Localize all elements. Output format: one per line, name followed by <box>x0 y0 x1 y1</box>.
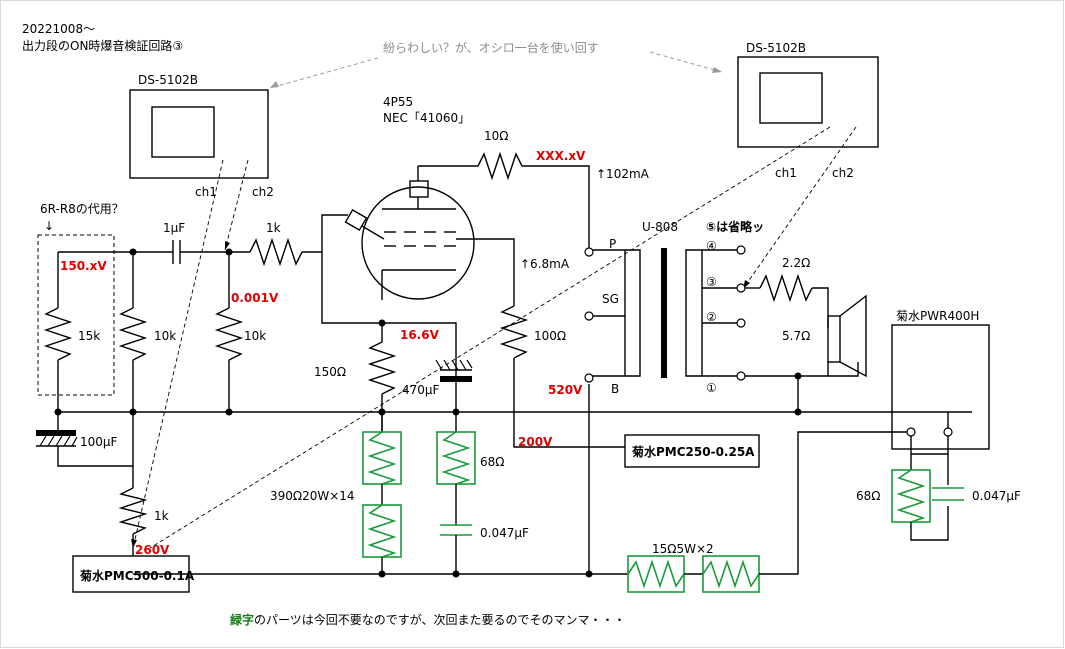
pin-b: B <box>611 382 619 396</box>
label-r1k-b: 1k <box>154 509 169 523</box>
tap5-note: ⑤は省略ッ <box>706 219 764 234</box>
tube-maker: NEC「41060」 <box>383 111 470 125</box>
header-date: 20221008～ <box>22 22 95 36</box>
tap4: ④ <box>706 239 717 253</box>
label-v150: 150.xV <box>60 259 107 273</box>
label-r10k-a: 10k <box>154 329 176 343</box>
label-r22: 2.2Ω <box>782 256 810 270</box>
tube-type: 4P55 <box>383 95 413 109</box>
label-r1k: 1k <box>266 221 281 235</box>
label-arrow-down: ↓ <box>44 219 54 233</box>
label-r10: 10Ω <box>484 129 508 143</box>
label-v520: 520V <box>548 383 583 397</box>
label-v166: 16.6V <box>400 328 440 342</box>
tap2: ② <box>706 310 717 324</box>
load-label: 菊水PWR400H <box>896 309 979 323</box>
note-top: 紛らわしい？が、オシロ一台を使い回す <box>383 40 599 55</box>
label-r10k-b: 10k <box>244 329 266 343</box>
label-vplate: XXX.xV <box>536 149 586 163</box>
label-iplate: ↑102mA <box>596 167 650 181</box>
label-r68: 68Ω <box>480 455 504 469</box>
scope-left: DS-5102B ch1 ch2 <box>129 73 274 199</box>
label-r15-5w: 15Ω5W×2 <box>652 542 714 556</box>
header-title: 出力段のON時爆音検証回路③ <box>22 38 183 53</box>
label-c047: 0.047μF <box>480 526 529 540</box>
scope-left-ch1: ch1 <box>195 185 217 199</box>
scope-left-model: DS-5102B <box>138 73 198 87</box>
scope-left-ch2: ch2 <box>252 185 274 199</box>
ps1-label: 菊水PMC250-0.25A <box>631 444 755 459</box>
label-v200: 200V <box>518 435 553 449</box>
label-r57: 5.7Ω <box>782 329 810 343</box>
transformer-u808: U-808 P SG B ⑤は省略ッ ④ ③ ② ① <box>584 219 764 396</box>
footer-green-word: 緑字 <box>230 612 254 627</box>
tap3: ③ <box>706 275 717 289</box>
label-v001: 0.001V <box>231 291 279 305</box>
tap1: ① <box>706 381 717 395</box>
junctions <box>54 248 802 578</box>
label-r100: 100Ω <box>534 329 566 343</box>
label-c047b: 0.047μF <box>972 489 1021 503</box>
footer-note: 緑字のパーツは今回不要なのですが、次回また要るのでそのマンマ・・・ <box>230 612 626 627</box>
label-isg: ↑6.8mA <box>520 257 570 271</box>
label-v260: 260V <box>135 543 170 557</box>
scope-right-ch2: ch2 <box>832 166 854 180</box>
label-r68b: 68Ω <box>856 489 880 503</box>
label-r150: 150Ω <box>314 365 346 379</box>
pin-sg: SG <box>602 292 619 306</box>
footer-rest: のパーツは今回不要なのですが、次回また要るのでそのマンマ・・・ <box>254 612 626 627</box>
scope-right-ch1: ch1 <box>775 166 797 180</box>
label-r15k: 15k <box>78 329 100 343</box>
label-cap1u: 1μF <box>163 221 185 235</box>
label-sub: 6R-R8の代用？ <box>40 202 124 216</box>
pin-p: P <box>609 237 616 251</box>
ps2-label: 菊水PMC500-0.1A <box>79 568 195 583</box>
trans-label: U-808 <box>642 220 678 234</box>
label-c100: 100μF <box>80 435 118 449</box>
scope-right-model: DS-5102B <box>746 41 806 55</box>
label-c470: 470μF <box>402 383 440 397</box>
tube-4p55: 4P55 NEC「41060」 <box>344 95 475 300</box>
label-r390: 390Ω20W×14 <box>270 489 355 503</box>
scope-right: DS-5102B ch1 ch2 <box>737 41 879 180</box>
